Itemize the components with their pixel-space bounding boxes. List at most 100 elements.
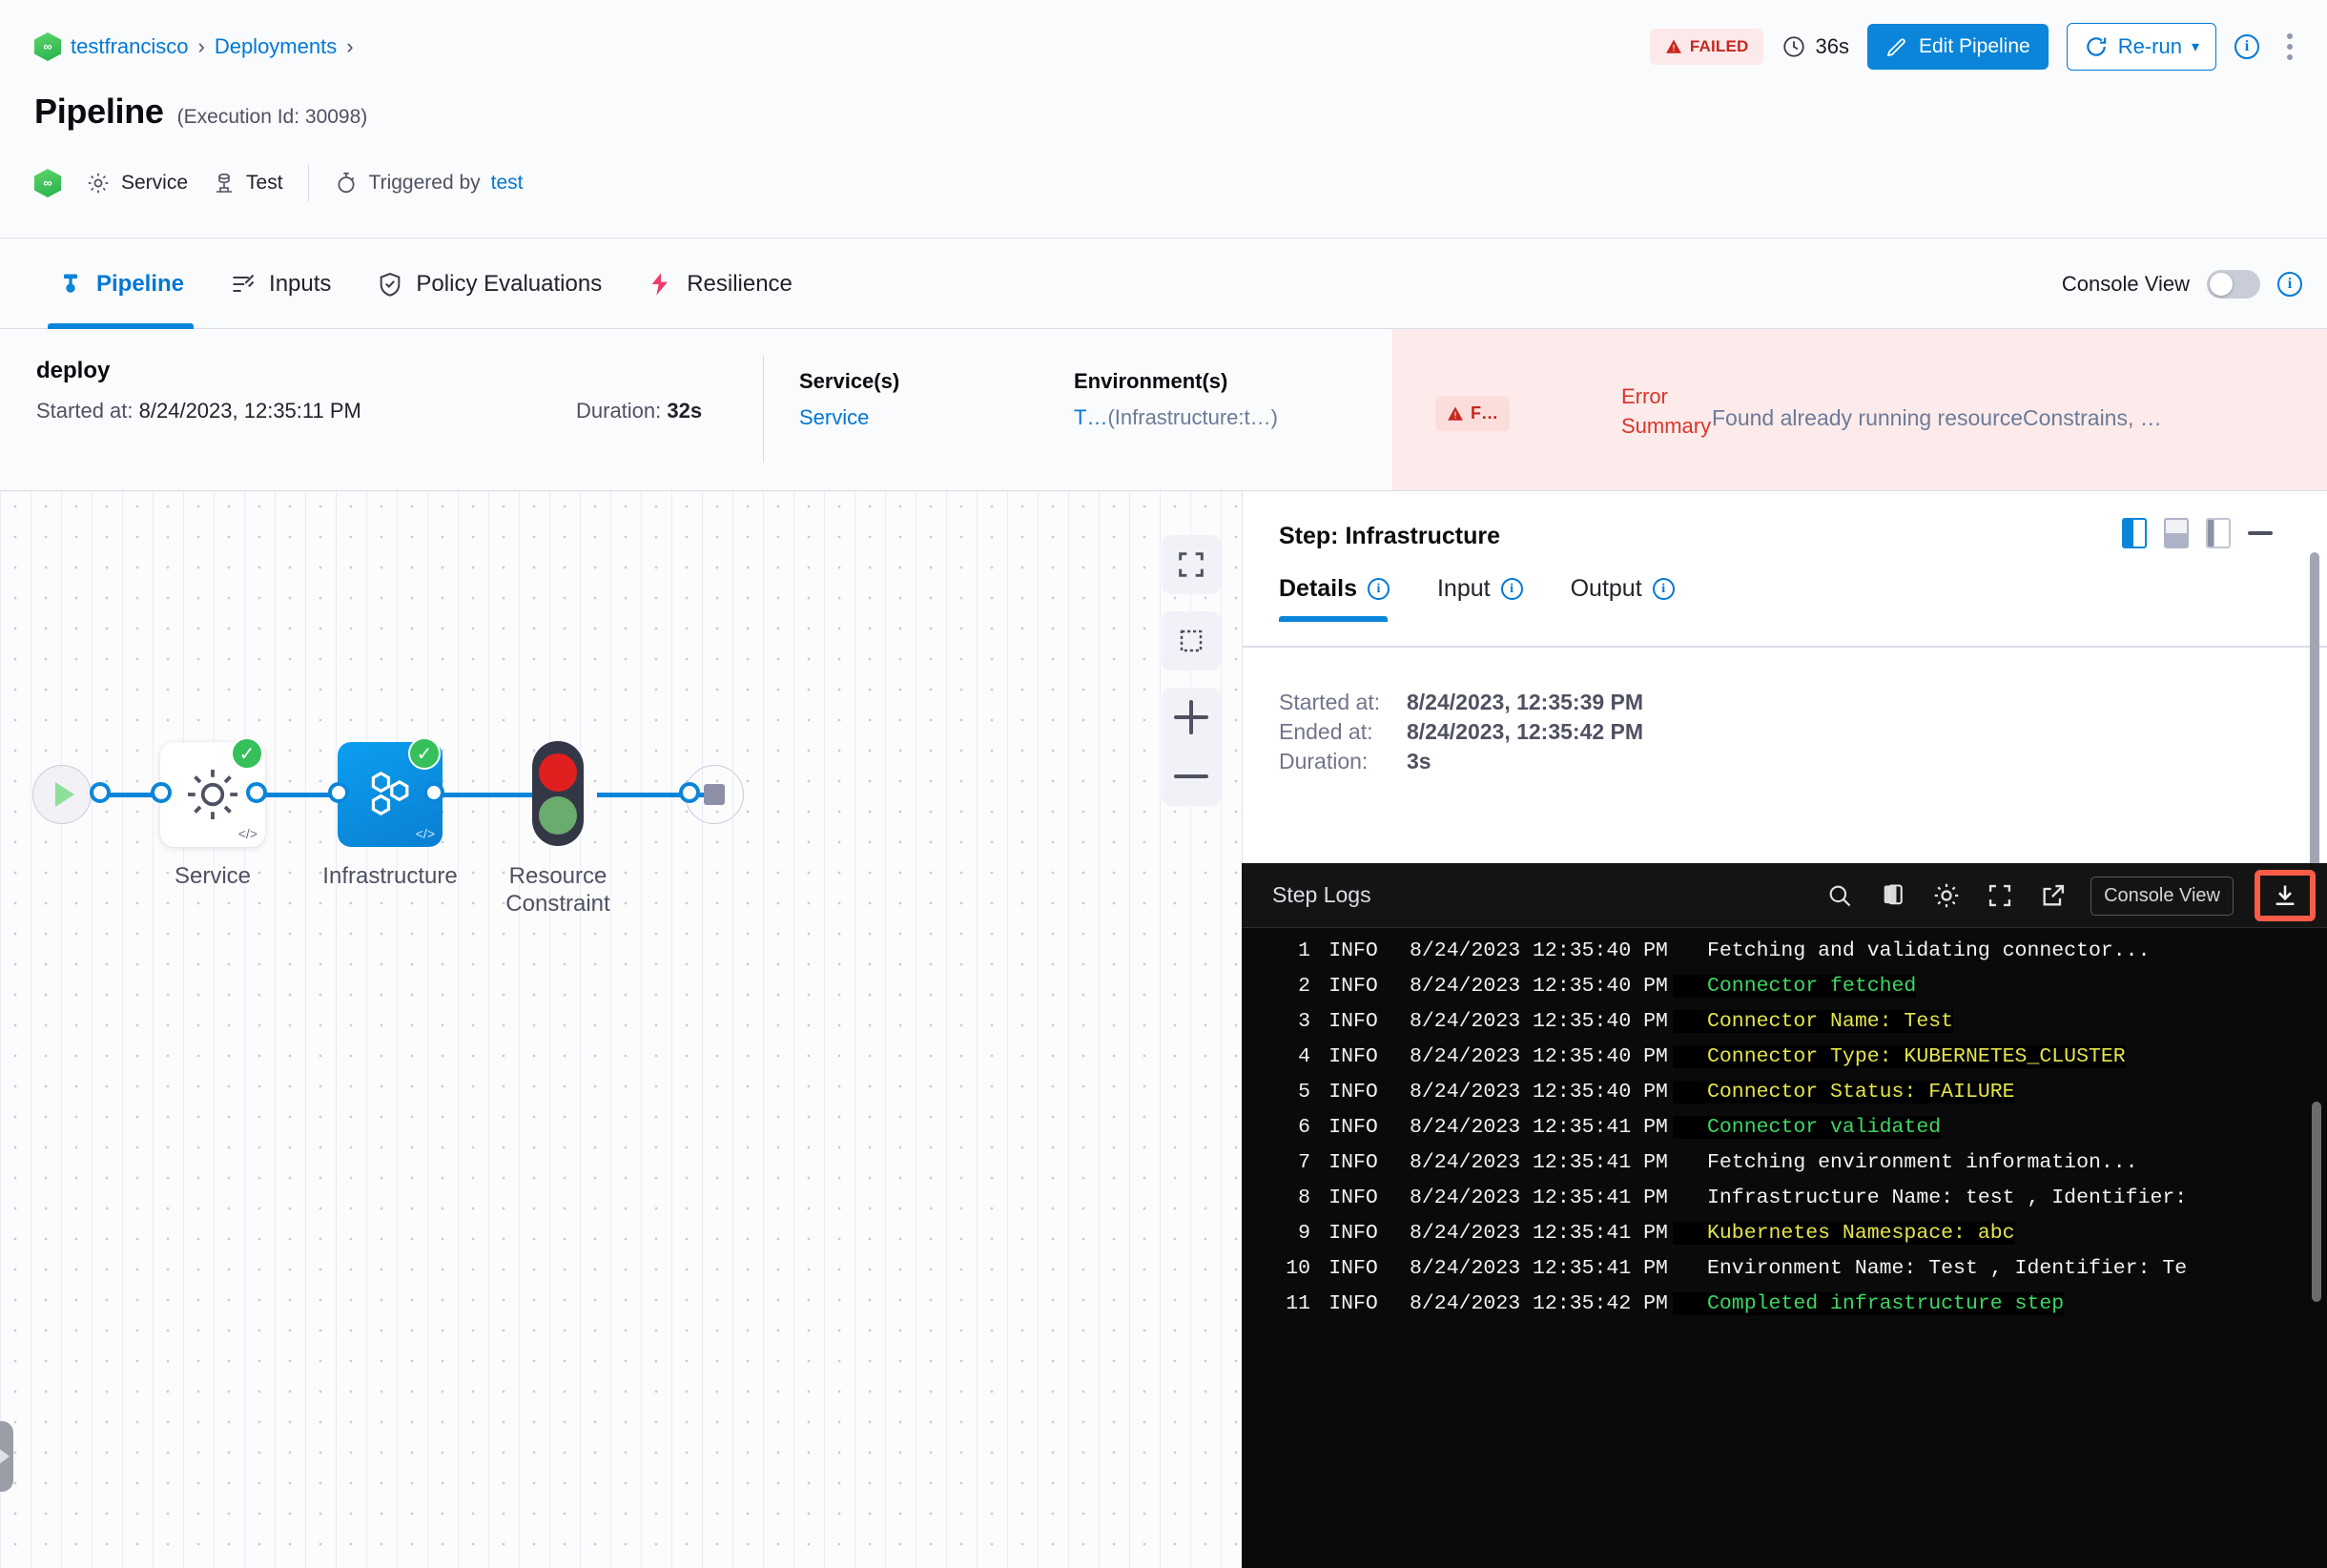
log-line-timestamp: 8/24/2023 12:35:41 PM — [1410, 1151, 1668, 1174]
triggered-by-label: Triggered by — [368, 172, 481, 194]
log-line-level: INFO — [1328, 1116, 1378, 1139]
step-logs-tools: Console View — [1823, 863, 2316, 928]
log-line: 3 INFO 8/24/2023 12:35:40 PM Connector N… — [1242, 1009, 2327, 1034]
log-line: 4 INFO 8/24/2023 12:35:40 PM Connector T… — [1242, 1044, 2327, 1069]
step-logs-title: Step Logs — [1272, 882, 1371, 907]
gear-icon[interactable] — [1930, 879, 1963, 912]
selection-box-button[interactable] — [1162, 611, 1221, 671]
header-info-icon[interactable]: i — [2234, 34, 2259, 59]
console-view-label: Console View — [2061, 271, 2190, 296]
graph-node-service-label: Service — [174, 863, 252, 889]
log-line-message: Connector validated — [1673, 1116, 1942, 1139]
pipeline-icon — [64, 274, 77, 293]
log-line-level: INFO — [1328, 1186, 1378, 1209]
harness-logo-icon: ∞ — [34, 32, 61, 61]
services-value[interactable]: Service — [799, 405, 870, 429]
breadcrumb-item-deployments[interactable]: Deployments — [214, 34, 338, 58]
console-view-switch[interactable] — [2207, 269, 2260, 299]
details-info-icon[interactable]: i — [1367, 578, 1390, 600]
external-link-icon[interactable] — [2037, 879, 2070, 912]
environment-detail: (Infrastructure:t…) — [1107, 405, 1278, 429]
split-right-view-icon[interactable] — [2122, 518, 2147, 548]
log-line: 5 INFO 8/24/2023 12:35:40 PM Connector S… — [1242, 1080, 2327, 1104]
log-lines[interactable]: 1 INFO 8/24/2023 12:35:40 PM Fetching an… — [1242, 928, 2327, 1568]
stage-error-panel — [1392, 329, 2327, 490]
step-panel-tab-divider — [1243, 646, 2327, 648]
zoom-in-button[interactable] — [1162, 688, 1221, 747]
pipeline-graph-canvas[interactable]: </> ✓ Service </> ✓ Infrastructure Resou… — [0, 491, 1242, 1568]
log-line-level: INFO — [1328, 1257, 1378, 1280]
canvas-tools — [1162, 535, 1221, 806]
edit-pipeline-button[interactable]: Edit Pipeline — [1866, 24, 2049, 70]
tab-input[interactable]: Input i — [1437, 575, 1546, 622]
stage-summary-left: deploy Started at: 8/24/2023, 12:35:11 P… — [0, 329, 1392, 490]
meta-divider — [307, 164, 309, 202]
edge-rc-end — [597, 793, 711, 797]
input-info-icon[interactable]: i — [1500, 578, 1523, 600]
log-line-number: 10 — [1286, 1257, 1310, 1280]
tab-policy-evaluations[interactable]: Policy Evaluations — [354, 238, 625, 329]
step-started-value: 8/24/2023, 12:35:39 PM — [1407, 690, 1644, 714]
output-info-icon[interactable]: i — [1652, 578, 1675, 600]
download-logs-button[interactable] — [2255, 870, 2316, 921]
step-panel-scrollbar[interactable] — [2310, 552, 2319, 881]
log-line-timestamp: 8/24/2023 12:35:40 PM — [1410, 975, 1668, 998]
resilience-icon — [651, 272, 669, 296]
execution-duration: 36s — [1781, 34, 1849, 59]
step-panel-view-icons — [2122, 518, 2273, 548]
tab-details-label: Details — [1279, 575, 1357, 602]
zoom-out-button[interactable] — [1162, 747, 1221, 806]
graph-node-resource-constraint-label: Resource Constraint — [505, 863, 610, 917]
log-line-number: 6 — [1298, 1116, 1310, 1139]
service-node-code-icon: </> — [237, 826, 257, 841]
tab-pipeline[interactable]: Pipeline — [34, 238, 207, 329]
edge-service-infra — [257, 793, 353, 797]
edit-pipeline-label: Edit Pipeline — [1918, 35, 2030, 57]
download-icon — [2276, 885, 2295, 906]
left-drawer-handle[interactable] — [0, 1421, 13, 1492]
chevron-right-icon — [0, 1448, 10, 1465]
step-panel-tabs: Details i Input i Output i — [1279, 575, 1722, 622]
tab-inputs[interactable]: Inputs — [207, 238, 354, 329]
graph-start-node[interactable] — [32, 765, 92, 824]
logs-console-view-button[interactable]: Console View — [2090, 876, 2234, 916]
environments-value[interactable]: T…(Infrastructure:t…) — [1074, 405, 1278, 430]
logs-scrollbar[interactable] — [2312, 1102, 2321, 1302]
log-line-timestamp: 8/24/2023 12:35:40 PM — [1410, 939, 1668, 962]
full-view-icon[interactable] — [2206, 518, 2231, 548]
log-line-level: INFO — [1328, 975, 1378, 998]
log-line-level: INFO — [1328, 1045, 1378, 1068]
infrastructure-node-code-icon: </> — [415, 826, 435, 841]
tab-output[interactable]: Output i — [1571, 575, 1698, 622]
log-line-timestamp: 8/24/2023 12:35:41 PM — [1410, 1222, 1668, 1245]
meta-triggered-by: Triggered by test — [334, 170, 548, 196]
log-line-number: 5 — [1298, 1081, 1310, 1104]
graph-node-resource-constraint[interactable] — [532, 741, 584, 846]
stage-duration: Duration: 32s — [576, 399, 702, 423]
status-badge-label: FAILED — [1689, 37, 1749, 55]
console-view-info-icon[interactable]: i — [2277, 271, 2302, 297]
gear-icon — [88, 173, 109, 194]
tab-resilience[interactable]: Resilience — [625, 238, 815, 329]
port-service-out — [246, 782, 267, 803]
minimize-icon[interactable] — [2248, 531, 2273, 535]
tab-details[interactable]: Details i — [1279, 575, 1412, 622]
log-line: 9 INFO 8/24/2023 12:35:41 PM Kubernetes … — [1242, 1221, 2327, 1246]
breadcrumb-item-project[interactable]: testfrancisco — [71, 34, 189, 58]
log-line: 8 INFO 8/24/2023 12:35:41 PM Infrastruct… — [1242, 1186, 2327, 1210]
search-icon[interactable] — [1823, 879, 1856, 912]
expand-icon[interactable] — [1984, 879, 2016, 912]
log-line-timestamp: 8/24/2023 12:35:40 PM — [1410, 1010, 1668, 1033]
rerun-button[interactable]: Re-run ▾ — [2066, 23, 2216, 71]
copy-icon[interactable] — [1877, 879, 1909, 912]
fit-to-screen-button[interactable] — [1162, 535, 1221, 594]
more-options-button[interactable] — [2277, 28, 2302, 66]
log-line-message: Connector fetched — [1673, 975, 1917, 998]
log-line-number: 1 — [1298, 939, 1310, 962]
split-bottom-view-icon[interactable] — [2164, 518, 2189, 548]
stage-summary-bar: deploy Started at: 8/24/2023, 12:35:11 P… — [0, 329, 2327, 491]
stopwatch-icon — [338, 172, 354, 194]
zoom-controls — [1162, 688, 1221, 806]
triggered-by-user[interactable]: test — [490, 172, 524, 194]
